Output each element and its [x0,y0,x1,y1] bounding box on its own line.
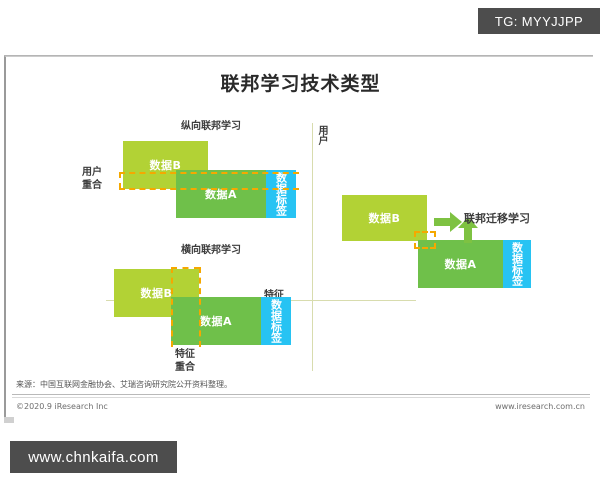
vfl-overlap-dash-bottom [119,188,299,190]
vfl-data-label-box: 数据标签 [266,170,296,218]
hfl-overlap-label-line2: 重合 [175,361,195,373]
hfl-data-label-box: 数据标签 [261,297,291,345]
hfl-data-a-box: 数据A [171,297,261,345]
watermark-badge-top: TG: MYYJJPP [478,8,600,34]
diagram-heading-transfer-fl: 联邦迁移学习 [464,212,530,225]
vfl-overlap-dash-left [119,172,121,189]
vfl-overlap-label: 用户 重合 [70,167,114,192]
vfl-overlap-label-line2: 重合 [82,179,102,191]
hfl-overlap-dash-top [171,267,200,269]
vfl-data-a-label: 数据A [204,188,237,201]
vfl-data-b-label: 数据B [149,159,182,172]
tfl-data-label-text: 数据标签 [510,242,524,286]
hfl-overlap-label-line1: 特征 [175,349,195,360]
footer-rule-bottom [12,397,590,398]
axis-label-user: 用户 [316,125,327,145]
tfl-data-label-box: 数据标签 [503,240,531,288]
vfl-data-label-text: 数据标签 [274,172,288,216]
footer-url[interactable]: www.iresearch.com.cn [495,402,585,411]
tfl-data-b-box: 数据B [342,195,427,241]
page-title: 联邦学习技术类型 [220,73,381,95]
source-note: 来源：中国互联网金融协会、艾瑞咨询研究院公开资料整理。 [16,380,232,389]
vfl-overlap-label-line1: 用户 [82,167,102,178]
hfl-data-a-label: 数据A [199,315,232,328]
right-arrow-icon [434,212,462,232]
vfl-overlap-dash-top [119,172,299,174]
hfl-overlap-dash-left [171,267,173,347]
tfl-data-b-label: 数据B [368,212,401,225]
tfl-overlap-dash-rect [414,231,436,249]
watermark-badge-bottom: www.chnkaifa.com [10,441,177,473]
hfl-data-b-label: 数据B [140,287,173,300]
vfl-data-a-box: 数据A [176,170,266,218]
up-arrow-icon [458,217,478,243]
copyright-text: ©2020.9 iResearch Inc [16,402,108,411]
diagram-heading-vertical-fl: 纵向联邦学习 [181,121,241,132]
slide-canvas: 联邦学习技术类型 用户 特征 纵向联邦学习 数据B 数据A 数据标签 用户 重合… [4,56,593,417]
hfl-overlap-dash-right [199,267,201,347]
tfl-data-a-label: 数据A [444,258,477,271]
tfl-data-a-box: 数据A [418,240,503,288]
hfl-data-label-text: 数据标签 [269,299,283,343]
hfl-overlap-label: 特征 重合 [162,349,208,374]
axis-horizontal-right [336,300,416,301]
slide-corner-nub [4,417,14,423]
diagram-heading-horizontal-fl: 横向联邦学习 [181,245,241,256]
footer-rule-top [12,394,590,395]
axis-vertical [312,123,313,371]
